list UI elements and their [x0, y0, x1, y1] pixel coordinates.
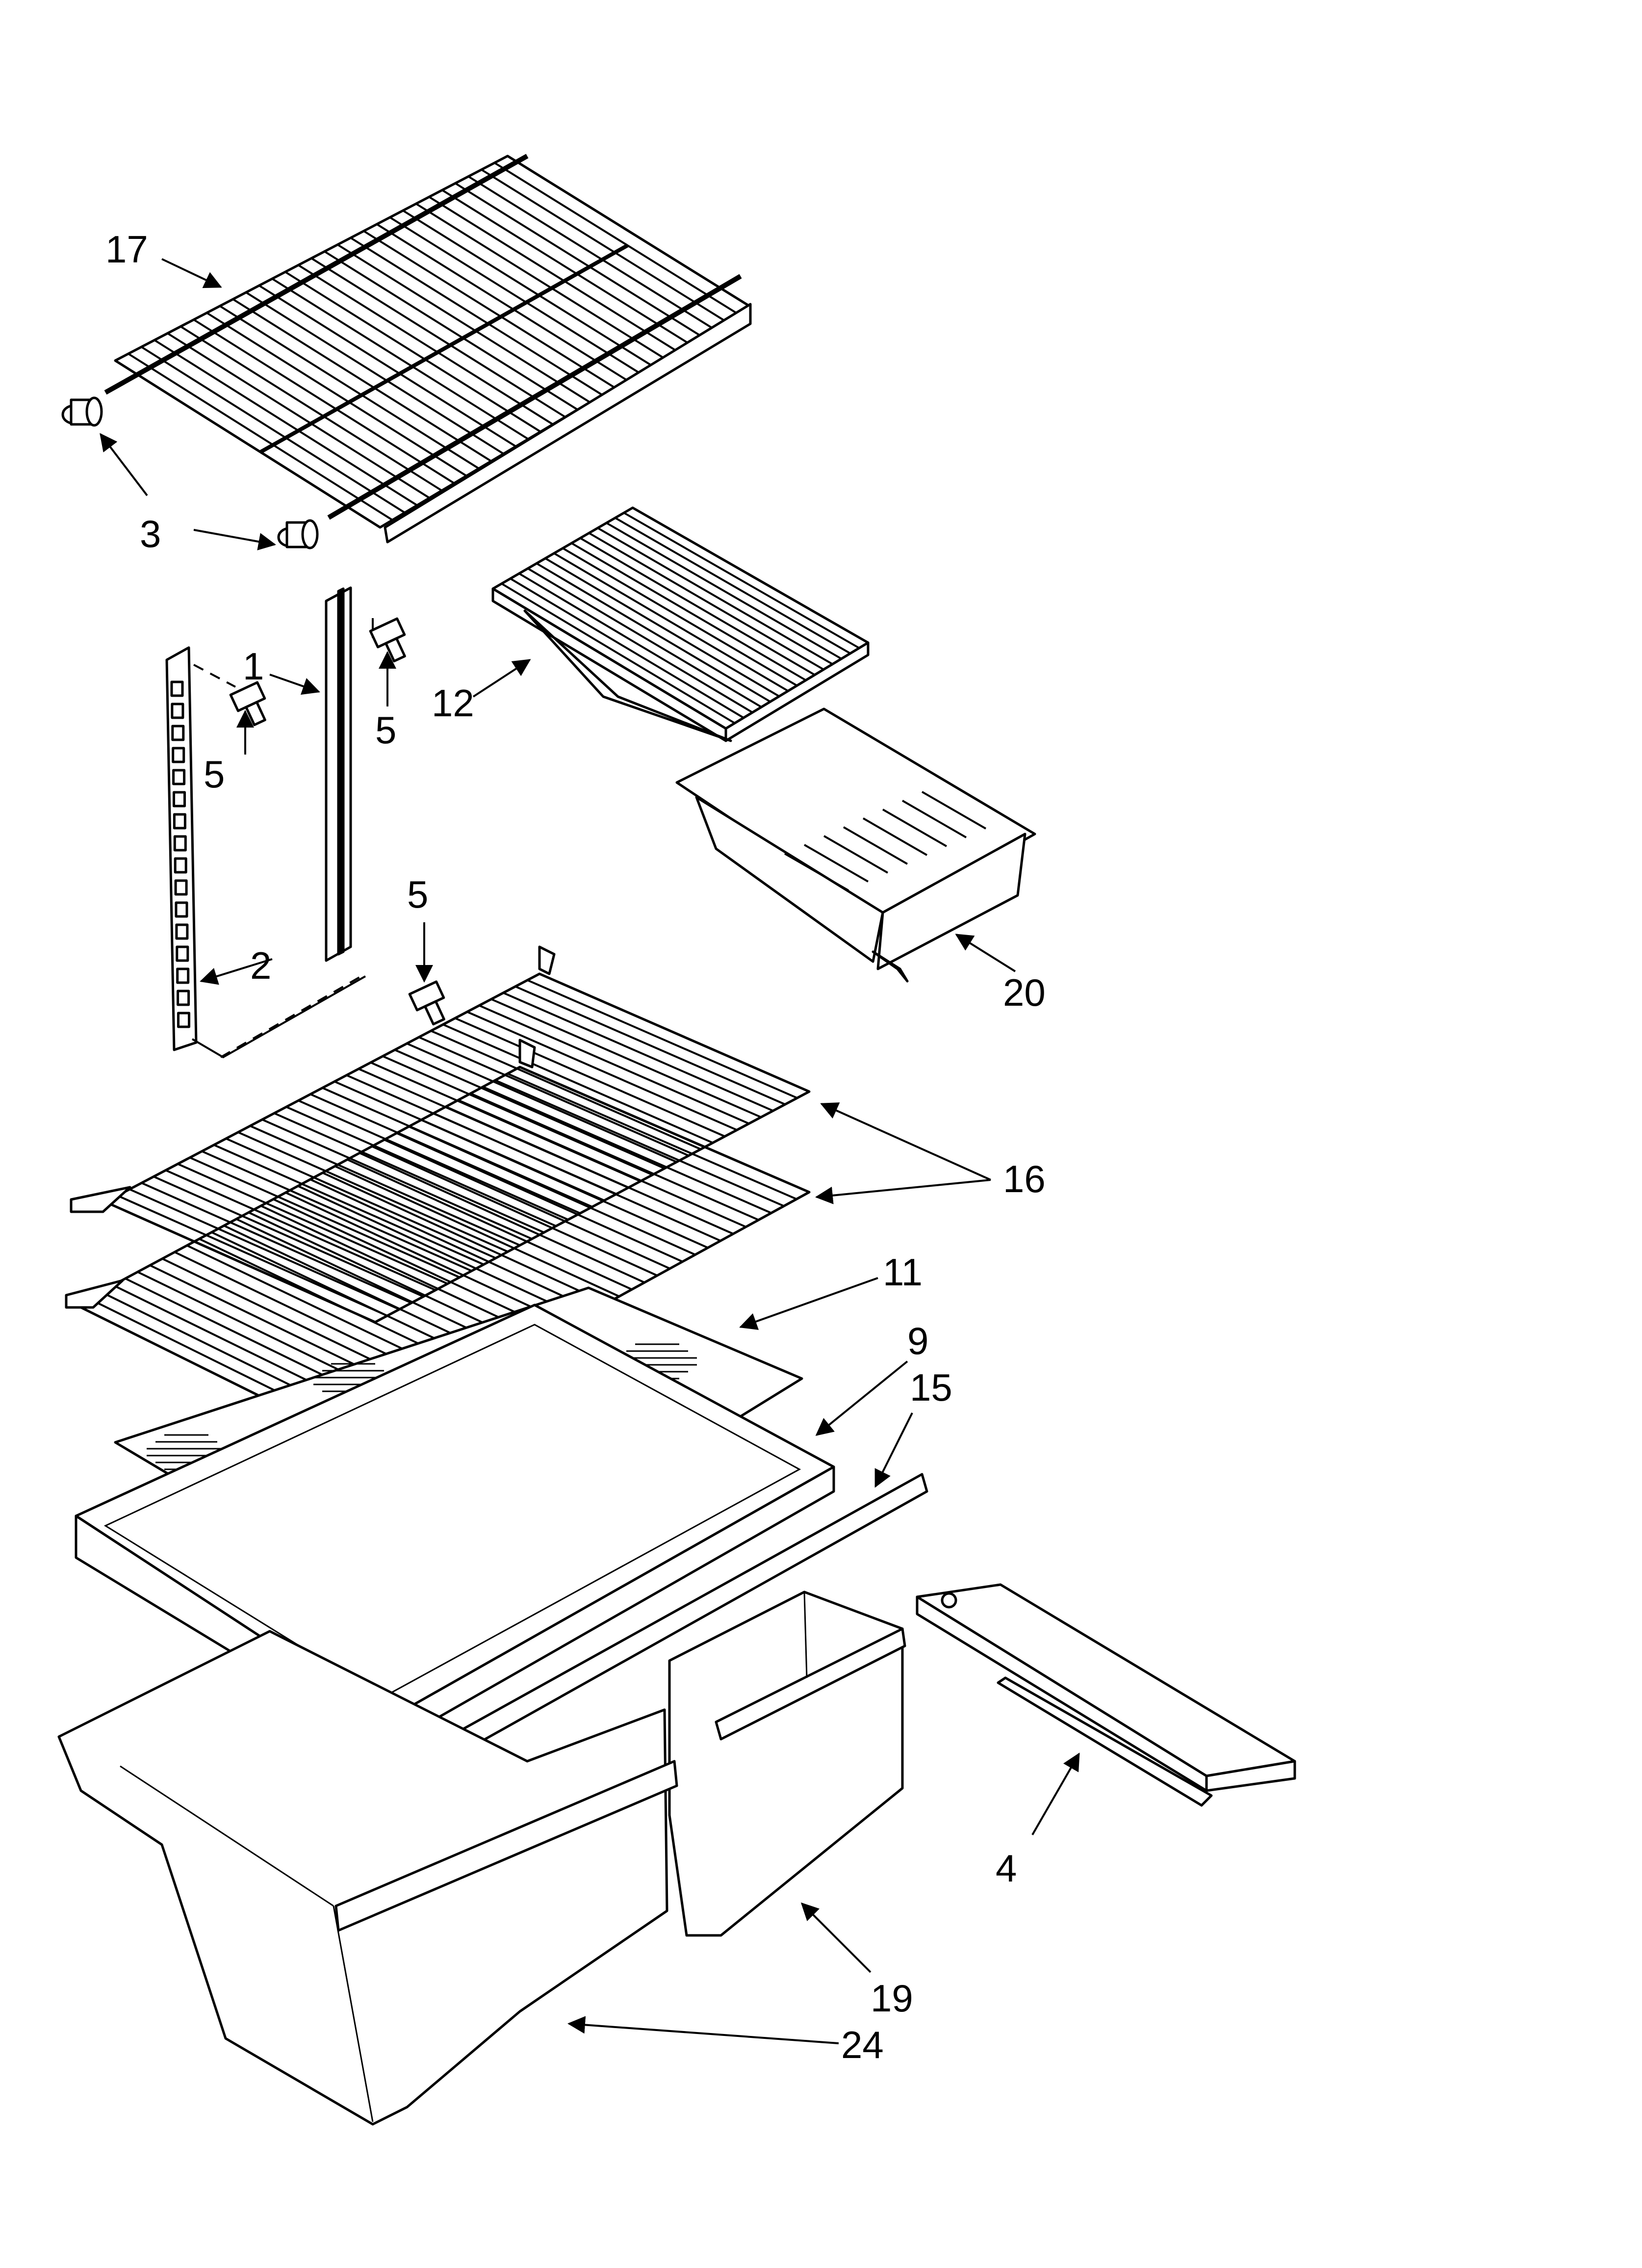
part-24-drawer	[57, 1630, 678, 2126]
callout-1: 1	[243, 645, 264, 688]
ladder-slot	[172, 769, 186, 785]
ladder-slot	[173, 813, 186, 830]
callout-5-left: 5	[204, 753, 225, 796]
ladder-slot	[170, 680, 184, 697]
ladder-connection-dashes	[191, 618, 374, 1059]
callout-3: 3	[140, 512, 161, 555]
part-5-screws	[229, 617, 445, 1026]
callout-5-lower: 5	[407, 873, 428, 916]
callout-20: 20	[1003, 971, 1046, 1014]
ladder-slot	[173, 791, 186, 808]
part-4-rail	[916, 1583, 1296, 1807]
callout-17: 17	[105, 228, 148, 271]
ladder-slot	[176, 967, 190, 984]
ladder-slot	[174, 879, 188, 896]
callout-11: 11	[883, 1251, 923, 1294]
callout-9: 9	[907, 1319, 928, 1362]
ladder-slot	[171, 725, 185, 741]
callout-5-right: 5	[375, 708, 396, 752]
callout-4: 4	[996, 1847, 1017, 1890]
ladder-slot	[176, 945, 189, 962]
ladder-slot	[172, 747, 185, 763]
part-16-wire-shelves	[65, 945, 811, 1444]
ladder-slot	[174, 857, 187, 874]
part-12-small-shelf	[491, 506, 870, 742]
leader-lines	[100, 258, 1080, 2044]
callout-19: 19	[871, 1977, 913, 2020]
part-19-drawer	[668, 1590, 906, 1937]
callout-15: 15	[910, 1366, 952, 1409]
ladder-slot	[177, 990, 190, 1006]
part-2-shelf-ladder	[165, 646, 198, 1051]
ladder-slot	[175, 901, 188, 918]
part-20-pan	[675, 707, 1036, 983]
callout-2: 2	[250, 944, 271, 987]
callout-12: 12	[432, 681, 474, 725]
ladder-slot	[171, 703, 184, 719]
callout-24: 24	[841, 2023, 884, 2066]
callout-labels: 17 3 1 5 5 5 2 12 20 16 11 9 15 4 19 24	[105, 228, 1046, 2066]
ladder-slot	[173, 835, 187, 852]
part-1-shelf-ladder	[325, 586, 352, 962]
ladder-slot	[175, 923, 189, 940]
part-3-shelf-pins	[61, 396, 319, 549]
callout-16: 16	[1003, 1157, 1046, 1200]
ladder-slot	[177, 1012, 190, 1028]
part-17-wire-shelf	[104, 154, 752, 544]
